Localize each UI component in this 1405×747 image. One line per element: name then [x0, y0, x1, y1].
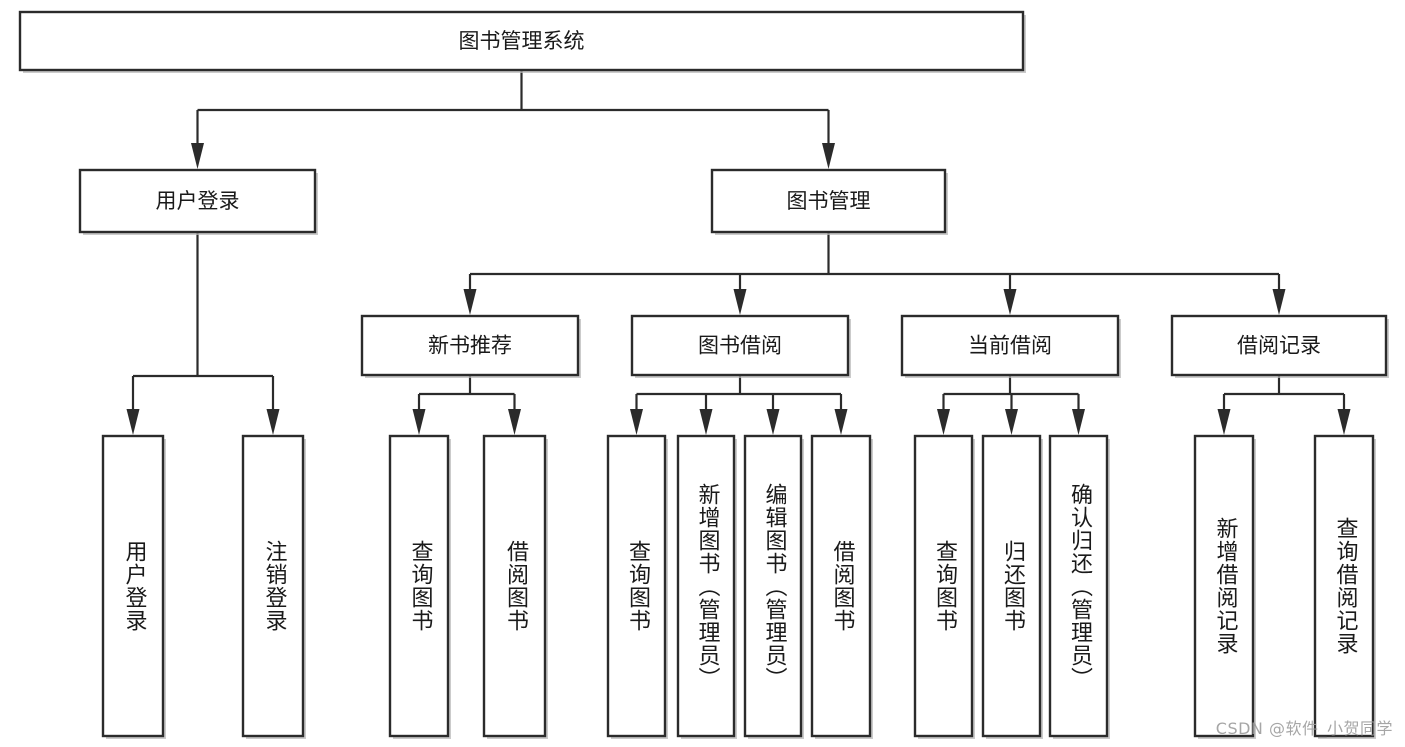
node-box-current_borrow[interactable]	[900, 314, 1120, 377]
arrow-head-user_login	[191, 143, 204, 169]
arrow-head-leaf_user_login	[126, 409, 140, 435]
node-box-leaf_borrow_book_2[interactable]	[810, 434, 872, 738]
arrow-head-leaf_confirm_return	[1072, 409, 1085, 435]
arrow-head-leaf_borrow_book_1	[508, 409, 521, 435]
arrow-head-leaf_add_record	[1217, 409, 1231, 435]
arrow-head-leaf_edit_book	[766, 409, 780, 435]
watermark-credit: CSDN @软件_小贺同学	[1215, 719, 1393, 738]
node-label-book_mgmt: 图书管理	[787, 189, 871, 213]
node-box-leaf_query_record[interactable]	[1313, 434, 1375, 738]
node-label-borrow_record: 借阅记录	[1237, 334, 1321, 358]
node-box-new_book_rec[interactable]	[360, 314, 580, 377]
node-box-leaf_add_record[interactable]	[1193, 434, 1255, 738]
node-label-root: 图书管理系统	[459, 29, 585, 53]
node-box-leaf_confirm_return[interactable]	[1048, 434, 1109, 738]
arrow-head-leaf_return_book	[1005, 409, 1018, 435]
node-box-book_mgmt[interactable]	[710, 168, 947, 234]
arrow-head-book_borrow	[733, 289, 747, 315]
node-box-leaf_return_book[interactable]	[981, 434, 1042, 738]
node-label-book_borrow: 图书借阅	[698, 334, 782, 358]
node-box-leaf_query_book_2[interactable]	[606, 434, 667, 738]
arrow-head-leaf_query_book_3	[937, 409, 950, 435]
node-box-book_borrow[interactable]	[630, 314, 850, 377]
arrow-head-leaf_query_book_1	[412, 409, 426, 435]
node-label-current_borrow: 当前借阅	[968, 334, 1052, 358]
node-box-leaf_add_book[interactable]	[676, 434, 736, 738]
boxes-layer	[18, 10, 1389, 739]
arrow-head-leaf_query_book_2	[630, 409, 643, 435]
edges-layer	[126, 70, 1351, 435]
node-box-leaf_query_book_1[interactable]	[388, 434, 450, 738]
arrow-head-book_mgmt	[822, 143, 835, 169]
node-box-leaf_logout[interactable]	[241, 434, 305, 738]
arrow-head-leaf_add_book	[699, 409, 713, 435]
node-box-leaf_query_book_3[interactable]	[913, 434, 974, 738]
node-box-leaf_edit_book[interactable]	[743, 434, 803, 738]
node-box-leaf_user_login[interactable]	[101, 434, 165, 738]
node-label-new_book_rec: 新书推荐	[428, 334, 512, 358]
arrow-head-leaf_borrow_book_2	[834, 409, 848, 435]
node-label-user_login: 用户登录	[156, 189, 240, 213]
node-box-leaf_borrow_book_1[interactable]	[482, 434, 547, 738]
arrow-head-new_book_rec	[463, 289, 477, 315]
node-box-user_login[interactable]	[78, 168, 317, 234]
arrow-head-current_borrow	[1003, 289, 1017, 315]
node-box-borrow_record[interactable]	[1170, 314, 1388, 377]
arrow-head-borrow_record	[1272, 289, 1286, 315]
node-box-root[interactable]	[18, 10, 1025, 72]
arrow-head-leaf_query_record	[1337, 409, 1351, 435]
arrow-head-leaf_logout	[266, 409, 280, 435]
